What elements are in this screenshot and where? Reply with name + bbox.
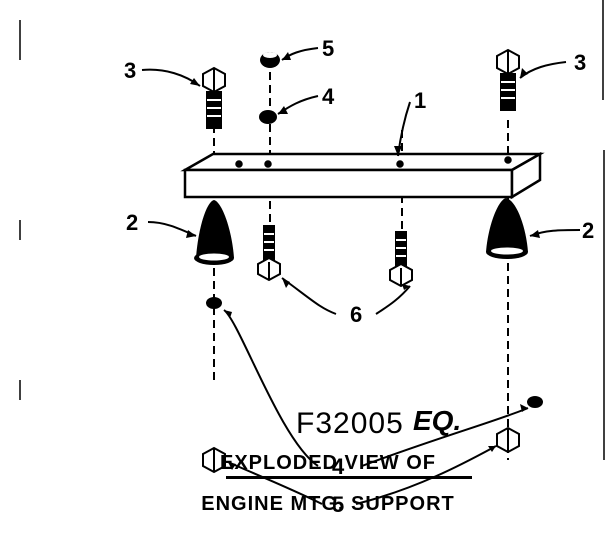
bolt-left <box>202 66 226 129</box>
stud-right <box>389 231 413 288</box>
caption-line-1: EXPLODED VIEW OF <box>219 452 437 474</box>
page-edge-marks <box>19 0 605 460</box>
callout-6: 6 <box>350 302 362 327</box>
nut-bottom-right <box>496 426 520 454</box>
washer-top <box>259 110 277 124</box>
callout-2-right: 2 <box>582 218 594 243</box>
caption-line-2: ENGINE MTG. SUPPORT <box>201 493 455 515</box>
callout-2-left: 2 <box>126 210 138 235</box>
callout-3-right: 3 <box>574 50 586 75</box>
callout-4-bottom: 4 <box>332 454 345 479</box>
bolt-right <box>496 48 520 111</box>
callout-5-top: 5 <box>322 36 334 61</box>
nut-bottom-left <box>202 446 226 474</box>
callout-4-top: 4 <box>322 84 335 109</box>
stud-left <box>257 225 281 282</box>
part-code: F32005 <box>296 407 404 440</box>
part-suffix: EQ. <box>413 405 462 436</box>
washer-bottom-left <box>206 297 222 309</box>
washer-bottom-right <box>527 396 543 408</box>
callout-3-left: 3 <box>124 58 136 83</box>
caption-line-1-underline <box>226 476 472 479</box>
callout-1: 1 <box>414 88 426 113</box>
rubber-mount-left <box>194 200 234 265</box>
leader-arrowheads <box>186 52 540 470</box>
rubber-mount-right <box>486 198 528 259</box>
nut-top <box>260 52 280 68</box>
callout-5-bottom: 5 <box>332 492 344 517</box>
support-bracket <box>180 151 545 200</box>
